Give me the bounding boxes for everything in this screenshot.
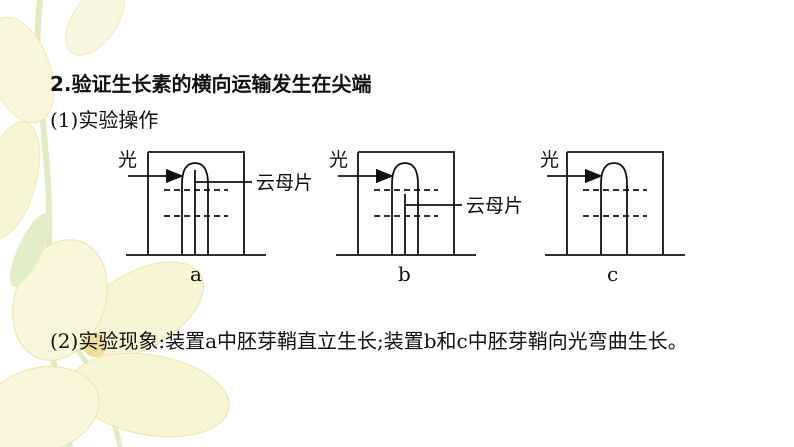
- light-label: 光: [329, 149, 348, 171]
- box-frame: [566, 151, 664, 255]
- mica-label: 云母片: [466, 195, 523, 217]
- petal: [0, 121, 41, 239]
- light-label: 光: [118, 149, 137, 171]
- apparatus-b: [336, 151, 476, 256]
- box-frame: [357, 151, 455, 255]
- petal: [0, 366, 100, 447]
- heading: 2.验证生长素的横向运输发生在尖端: [50, 72, 372, 96]
- mica-label: 云母片: [256, 172, 313, 194]
- caption-b: b: [398, 262, 411, 286]
- leaf: [9, 213, 51, 287]
- box-frame: [147, 151, 245, 255]
- section-1-label: (1)实验操作: [50, 108, 159, 132]
- petal: [0, 16, 55, 124]
- light-label: 光: [540, 149, 559, 171]
- flower-center: [83, 333, 107, 357]
- apparatus-c: [545, 151, 685, 256]
- caption-a: a: [190, 262, 202, 286]
- apparatus-a: [126, 151, 266, 256]
- coleoptile: [600, 162, 628, 255]
- section-2-observation: (2)实验现象:装置a中胚芽鞘直立生长;装置b和c中胚芽鞘向光弯曲生长。: [50, 329, 688, 353]
- petal: [65, 0, 125, 56]
- caption-c: c: [607, 262, 618, 286]
